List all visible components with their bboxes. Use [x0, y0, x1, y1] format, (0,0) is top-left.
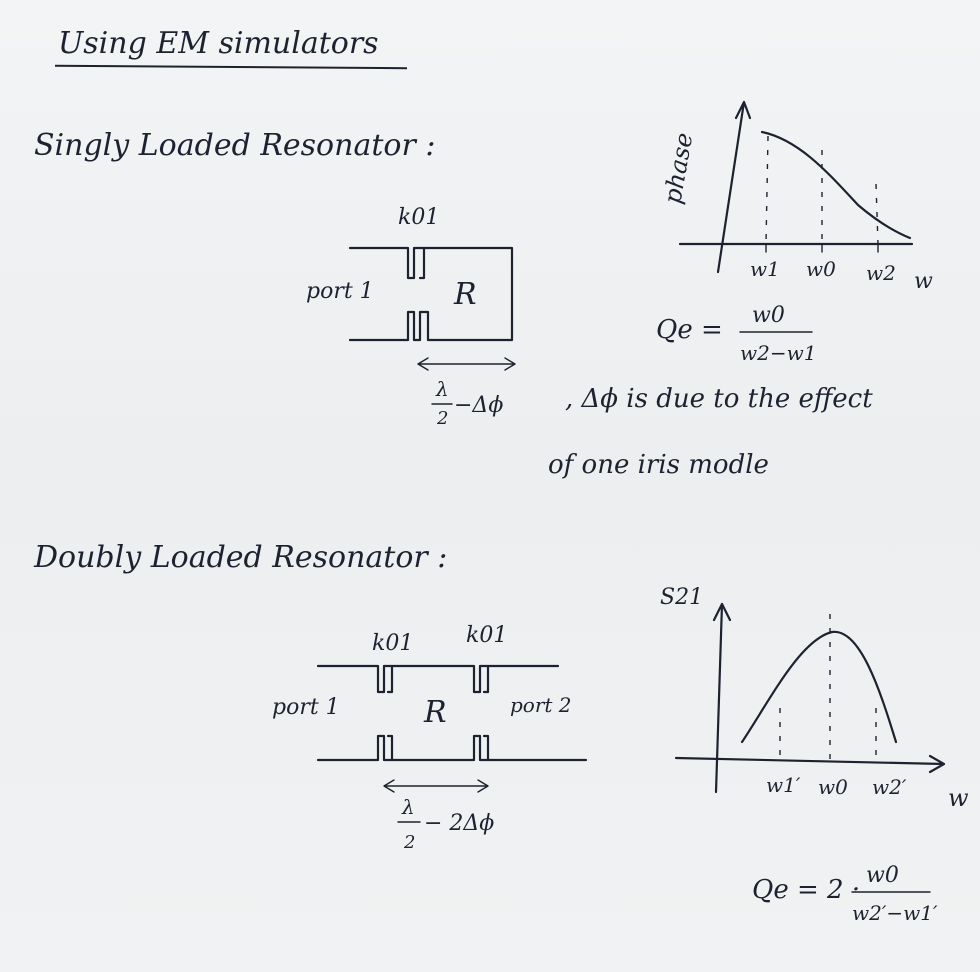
note-line-2: of one iris modle: [548, 450, 769, 480]
singly-length-den: 2: [436, 408, 448, 429]
phase-tick-w0: w0: [806, 257, 836, 281]
singly-qe-den: w2−w1: [740, 341, 816, 365]
doubly-length-num: λ: [401, 795, 415, 819]
doubly-port1-label: port 1: [272, 695, 340, 720]
doubly-length-tail: − 2Δϕ: [424, 811, 494, 836]
singly-heading: Singly Loaded Resonator :: [34, 128, 436, 163]
singly-qe-lhs: Qe =: [656, 315, 723, 345]
s21-tick-w0: w0: [818, 775, 848, 799]
doubly-k01-left: k01: [372, 631, 413, 656]
singly-resonator-label: R: [453, 277, 477, 312]
singly-k01-label: k01: [398, 205, 439, 230]
s21-xlabel: w: [948, 784, 969, 812]
doubly-k01-right: k01: [466, 623, 507, 648]
doubly-qe-den: w2′−w1′: [852, 901, 938, 925]
doubly-port2-label: port 2: [510, 693, 572, 717]
s21-ylabel: S21: [660, 585, 703, 610]
s21-tick-w1: w1′: [766, 773, 801, 797]
page-title: Using EM simulators: [58, 26, 379, 61]
s21-tick-w2: w2′: [872, 775, 907, 799]
singly-qe-num: w0: [752, 303, 785, 328]
doubly-qe-num: w0: [866, 863, 899, 888]
doubly-resonator-label: R: [423, 695, 447, 730]
singly-length-num: λ: [435, 377, 449, 401]
doubly-qe-lhs: Qe = 2 ·: [752, 875, 860, 905]
phase-tick-w1: w1: [750, 257, 780, 281]
singly-port1-label: port 1: [306, 279, 374, 304]
singly-length-tail: −Δϕ: [454, 393, 503, 418]
note-line-1: , Δϕ is due to the effect: [565, 384, 873, 414]
doubly-heading: Doubly Loaded Resonator :: [34, 540, 448, 575]
phase-tick-w2: w2: [866, 261, 896, 285]
phase-xlabel: w: [914, 269, 933, 294]
doubly-length-den: 2: [403, 832, 415, 853]
